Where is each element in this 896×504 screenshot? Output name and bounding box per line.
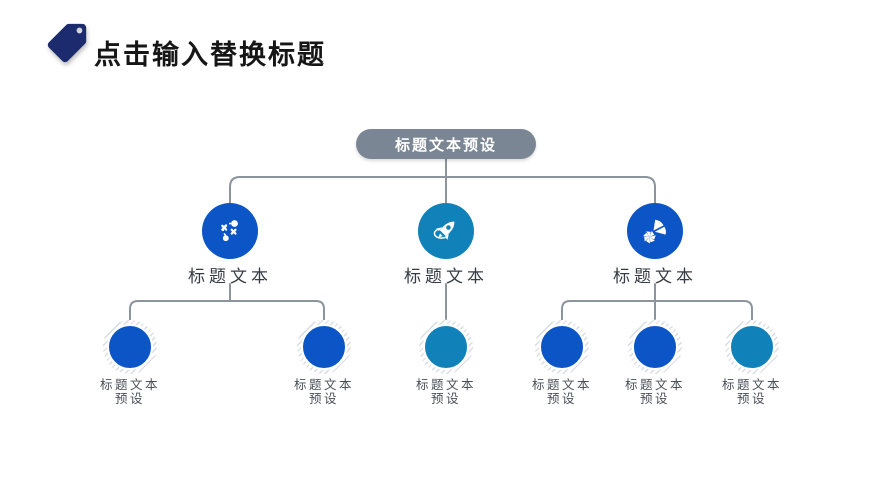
leaf-label[interactable]: 标题文本预设: [624, 378, 685, 406]
leaf-label[interactable]: 标题文本预设: [99, 378, 160, 406]
leaf-dot: [301, 324, 347, 370]
leaf-dot: [729, 324, 775, 370]
leaf-dot: [423, 324, 469, 370]
leaf-dot: [632, 324, 678, 370]
branch-label[interactable]: 标题文本: [404, 267, 488, 286]
root-node[interactable]: 标题文本预设: [356, 129, 536, 159]
leaf-label[interactable]: 标题文本预设: [415, 378, 476, 406]
leaf-dot: [539, 324, 585, 370]
leaf-node[interactable]: [628, 320, 682, 374]
leaf-node[interactable]: [103, 320, 157, 374]
branch-node-rocket[interactable]: [418, 203, 474, 259]
tag-icon: [47, 23, 87, 63]
branch-label[interactable]: 标题文本: [188, 267, 272, 286]
branch-node-firework[interactable]: [627, 203, 683, 259]
leaf-node[interactable]: [419, 320, 473, 374]
branch-node-strategy[interactable]: [202, 203, 258, 259]
leaf-node[interactable]: [535, 320, 589, 374]
leaf-node[interactable]: [725, 320, 779, 374]
leaf-label[interactable]: 标题文本预设: [293, 378, 354, 406]
rocket-icon: [433, 221, 455, 240]
leaf-label[interactable]: 标题文本预设: [531, 378, 592, 406]
strategy-icon: [221, 220, 238, 242]
firework-icon: [643, 219, 666, 244]
branch-label[interactable]: 标题文本: [613, 267, 697, 286]
leaf-dot: [107, 324, 153, 370]
leaf-node[interactable]: [297, 320, 351, 374]
page-title[interactable]: 点击输入替换标题: [94, 40, 326, 70]
leaf-label[interactable]: 标题文本预设: [721, 378, 782, 406]
